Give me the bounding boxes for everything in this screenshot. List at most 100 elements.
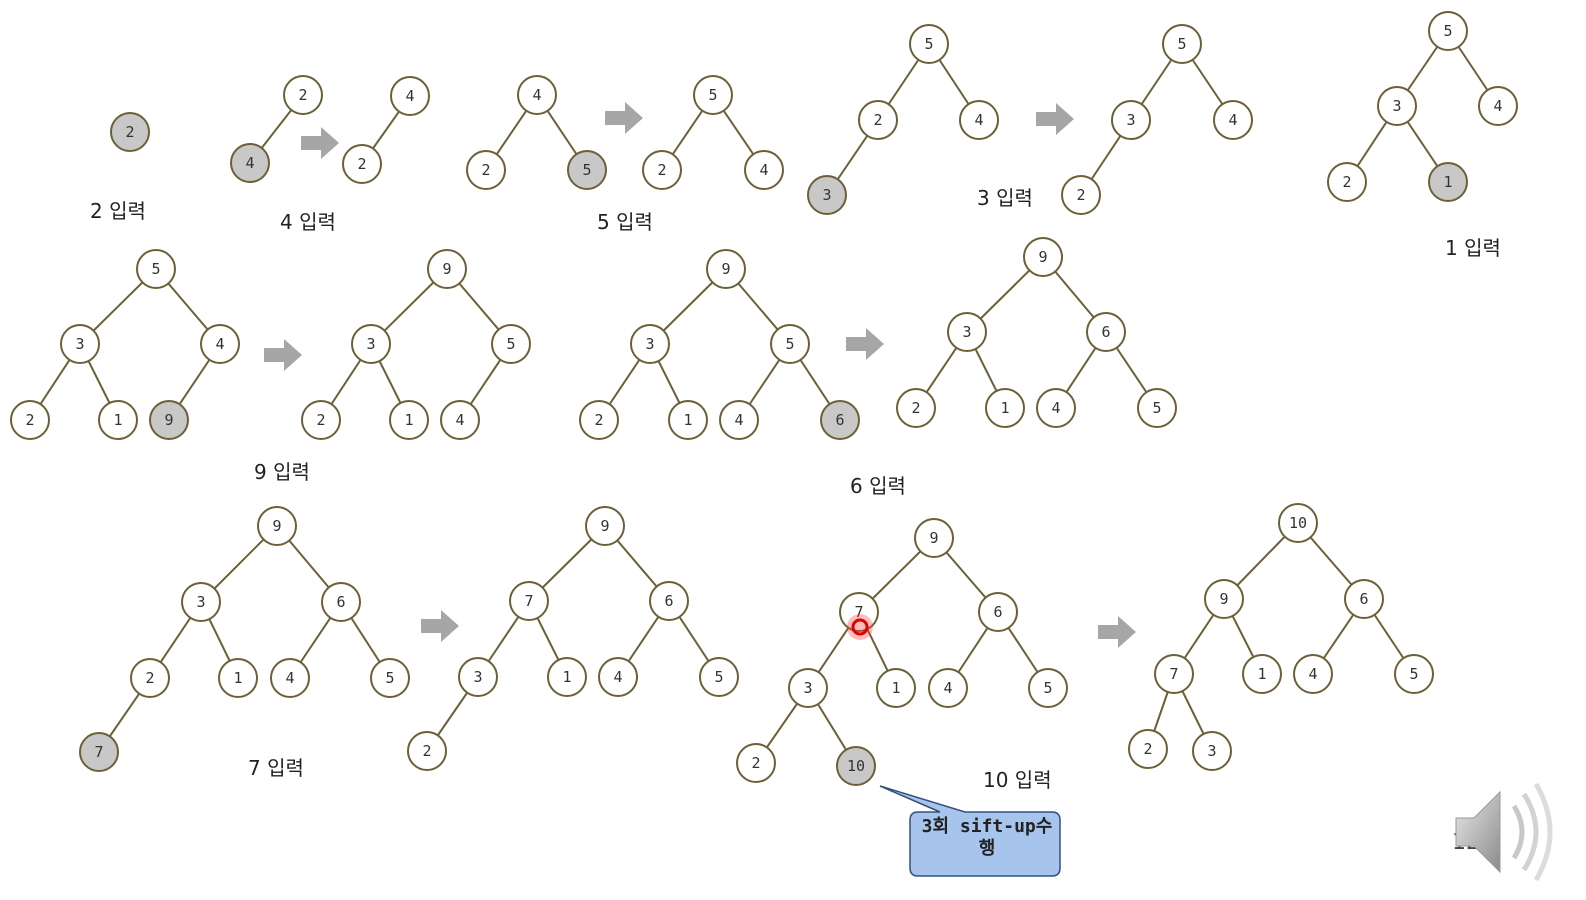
svg-text:2: 2 [594,411,603,429]
svg-text:2: 2 [125,123,134,141]
t8b-node-9: 9 [585,506,625,546]
t4b-node-5: 5 [1162,24,1202,64]
svg-text:3: 3 [196,593,205,611]
t8b-node-2: 2 [407,731,447,771]
t9a-node-9: 9 [914,518,954,558]
svg-text:4: 4 [1228,111,1237,129]
t3b-node-5: 5 [693,75,733,115]
svg-text:9: 9 [272,517,281,535]
speaker-icon[interactable] [1448,780,1558,890]
svg-text:1: 1 [1443,173,1452,191]
svg-text:2: 2 [422,742,431,760]
svg-text:2: 2 [298,86,307,104]
svg-text:3: 3 [822,186,831,204]
t5-node-5: 5 [1428,11,1468,51]
svg-text:2: 2 [1143,740,1152,758]
label-insert-3: 3 입력 [977,186,1033,210]
t8a-node-2: 2 [130,658,170,698]
t7b-node-5: 5 [1137,388,1177,428]
svg-text:4: 4 [974,111,983,129]
t5-node-1-inserted: 1 [1428,162,1468,202]
svg-text:2: 2 [751,754,760,772]
svg-text:5: 5 [785,335,794,353]
right-arrow-icon [605,102,643,134]
svg-text:2: 2 [1076,186,1085,204]
svg-text:7: 7 [524,592,533,610]
svg-text:6: 6 [1101,323,1110,341]
callout-bubble [879,785,1061,877]
t9b-node-5: 5 [1394,654,1434,694]
svg-text:3: 3 [473,668,482,686]
svg-text:7: 7 [854,603,863,621]
t6a-node-9-inserted: 9 [149,400,189,440]
svg-text:4: 4 [1493,97,1502,115]
svg-text:1: 1 [113,411,122,429]
t9a-node-2: 2 [736,743,776,783]
t6a-node-1: 1 [98,400,138,440]
svg-text:1: 1 [891,679,900,697]
t8b-node-3: 3 [458,657,498,697]
svg-text:4: 4 [215,335,224,353]
svg-text:2: 2 [873,111,882,129]
t8b-node-6: 6 [649,581,689,621]
t6b-node-1: 1 [389,400,429,440]
t2b-node-4: 4 [390,76,430,116]
t9a-node-7: 7 [839,592,879,632]
svg-text:6: 6 [664,592,673,610]
svg-text:3: 3 [1126,111,1135,129]
label-insert-1: 1 입력 [1445,236,1501,260]
svg-text:4: 4 [1051,399,1060,417]
svg-text:5: 5 [1443,22,1452,40]
t7b-node-9: 9 [1023,237,1063,277]
label-insert-6: 6 입력 [850,474,906,498]
svg-text:6: 6 [835,411,844,429]
svg-text:1: 1 [1257,665,1266,683]
t9b-node-2: 2 [1128,729,1168,769]
svg-text:2: 2 [481,161,490,179]
label-insert-4: 4 입력 [280,210,336,234]
svg-text:3: 3 [962,323,971,341]
t9b-node-1: 1 [1242,654,1282,694]
label-insert-10: 10 입력 [983,768,1052,792]
t3a-node-4: 4 [517,75,557,115]
callout-text: 3회 sift-up수행 [921,816,1053,859]
svg-text:5: 5 [1409,665,1418,683]
svg-text:2: 2 [657,161,666,179]
svg-text:7: 7 [1169,665,1178,683]
t8b-node-5: 5 [699,657,739,697]
svg-text:3: 3 [803,679,812,697]
t8a-node-1: 1 [218,658,258,698]
right-arrow-icon [301,127,339,159]
t8a-node-3: 3 [181,582,221,622]
t7b-node-6: 6 [1086,312,1126,352]
t7b-node-2: 2 [896,388,936,428]
label-insert-5: 5 입력 [597,210,653,234]
t3b-node-2: 2 [642,150,682,190]
t2b-node-2: 2 [342,144,382,184]
svg-text:5: 5 [506,335,515,353]
svg-text:5: 5 [924,35,933,53]
t6b-node-5: 5 [491,324,531,364]
svg-text:1: 1 [404,411,413,429]
t9a-node-5: 5 [1028,668,1068,708]
svg-text:4: 4 [285,669,294,687]
svg-text:2: 2 [316,411,325,429]
right-arrow-icon [421,610,459,642]
right-arrow-icon [1098,616,1136,648]
t4a-node-4: 4 [959,100,999,140]
svg-text:5: 5 [1043,679,1052,697]
t4a-node-5: 5 [909,24,949,64]
svg-text:2: 2 [357,155,366,173]
t4a-node-2: 2 [858,100,898,140]
t9a-node-4: 4 [928,668,968,708]
cursor-highlight-icon [847,614,873,640]
svg-text:1: 1 [683,411,692,429]
svg-text:9: 9 [442,260,451,278]
svg-text:6: 6 [993,603,1002,621]
svg-text:4: 4 [734,411,743,429]
t7b-node-3: 3 [947,312,987,352]
t8a-node-9: 9 [257,506,297,546]
svg-text:3: 3 [645,335,654,353]
svg-text:2: 2 [1342,173,1351,191]
